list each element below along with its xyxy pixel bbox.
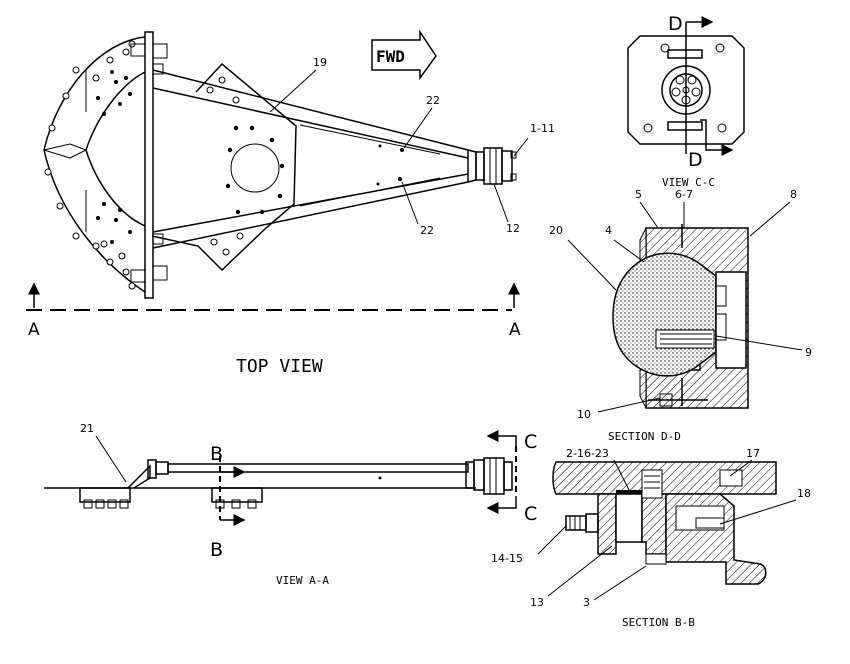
section-a-left: A [28, 320, 40, 340]
callout-14-15: 14-15 [491, 552, 523, 565]
top-view: A A 19 22 22 1-11 12 TOP VIEW [26, 31, 555, 377]
section-d-top: D [668, 13, 683, 35]
section-b-top: B [210, 443, 223, 465]
section-b-bottom: B [210, 539, 223, 561]
callout-20: 20 [549, 224, 563, 237]
view-a-a-caption: VIEW A-A [276, 574, 329, 587]
lower-strut [152, 173, 469, 249]
callout-5: 5 [635, 188, 642, 201]
callout-12: 12 [506, 222, 520, 235]
callout-13: 13 [530, 596, 544, 609]
mount-plate [151, 62, 297, 272]
section-d-d-caption: SECTION D-D [608, 430, 681, 443]
callout-21: 21 [80, 422, 94, 435]
section-c-bottom: C [524, 503, 537, 525]
callout-10: 10 [577, 408, 591, 421]
callout-2-16-23: 2-16-23 [566, 447, 609, 460]
callout-1-11: 1-11 [530, 122, 555, 135]
section-b-b-caption: SECTION B-B [622, 616, 695, 629]
fwd-direction-arrow: FWD [371, 29, 437, 81]
callout-4: 4 [605, 224, 612, 237]
callout-6-7: 6-7 [675, 188, 693, 201]
section-d-bottom: D [688, 149, 703, 171]
callout-8: 8 [790, 188, 797, 201]
section-b-b: 2-16-23 17 18 14-15 13 3 SECTION B-B [491, 447, 811, 629]
section-c-top: C [524, 431, 537, 453]
upper-strut [152, 69, 469, 159]
callout-17: 17 [746, 447, 760, 460]
end-fitting [483, 147, 503, 185]
top-view-caption: TOP VIEW [236, 356, 323, 377]
callout-19: 19 [313, 56, 327, 69]
callout-18: 18 [797, 487, 811, 500]
section-a-right: A [509, 320, 521, 340]
view-c-c: D D VIEW C-C [627, 13, 745, 189]
cross-bar [144, 31, 154, 299]
callout-9: 9 [805, 346, 812, 359]
callout-22-top: 22 [426, 94, 440, 107]
callout-3: 3 [583, 596, 590, 609]
view-a-a: B B C C 21 VIEW A-A [44, 422, 537, 587]
fwd-label: FWD [376, 47, 405, 66]
section-d-d: 5 6-7 8 20 4 9 10 SECTION D-D [549, 188, 812, 443]
callout-22-bottom: 22 [420, 224, 434, 237]
view-c-c-caption: VIEW C-C [662, 176, 715, 189]
strut-side [167, 463, 469, 473]
ball-joint [612, 252, 717, 377]
